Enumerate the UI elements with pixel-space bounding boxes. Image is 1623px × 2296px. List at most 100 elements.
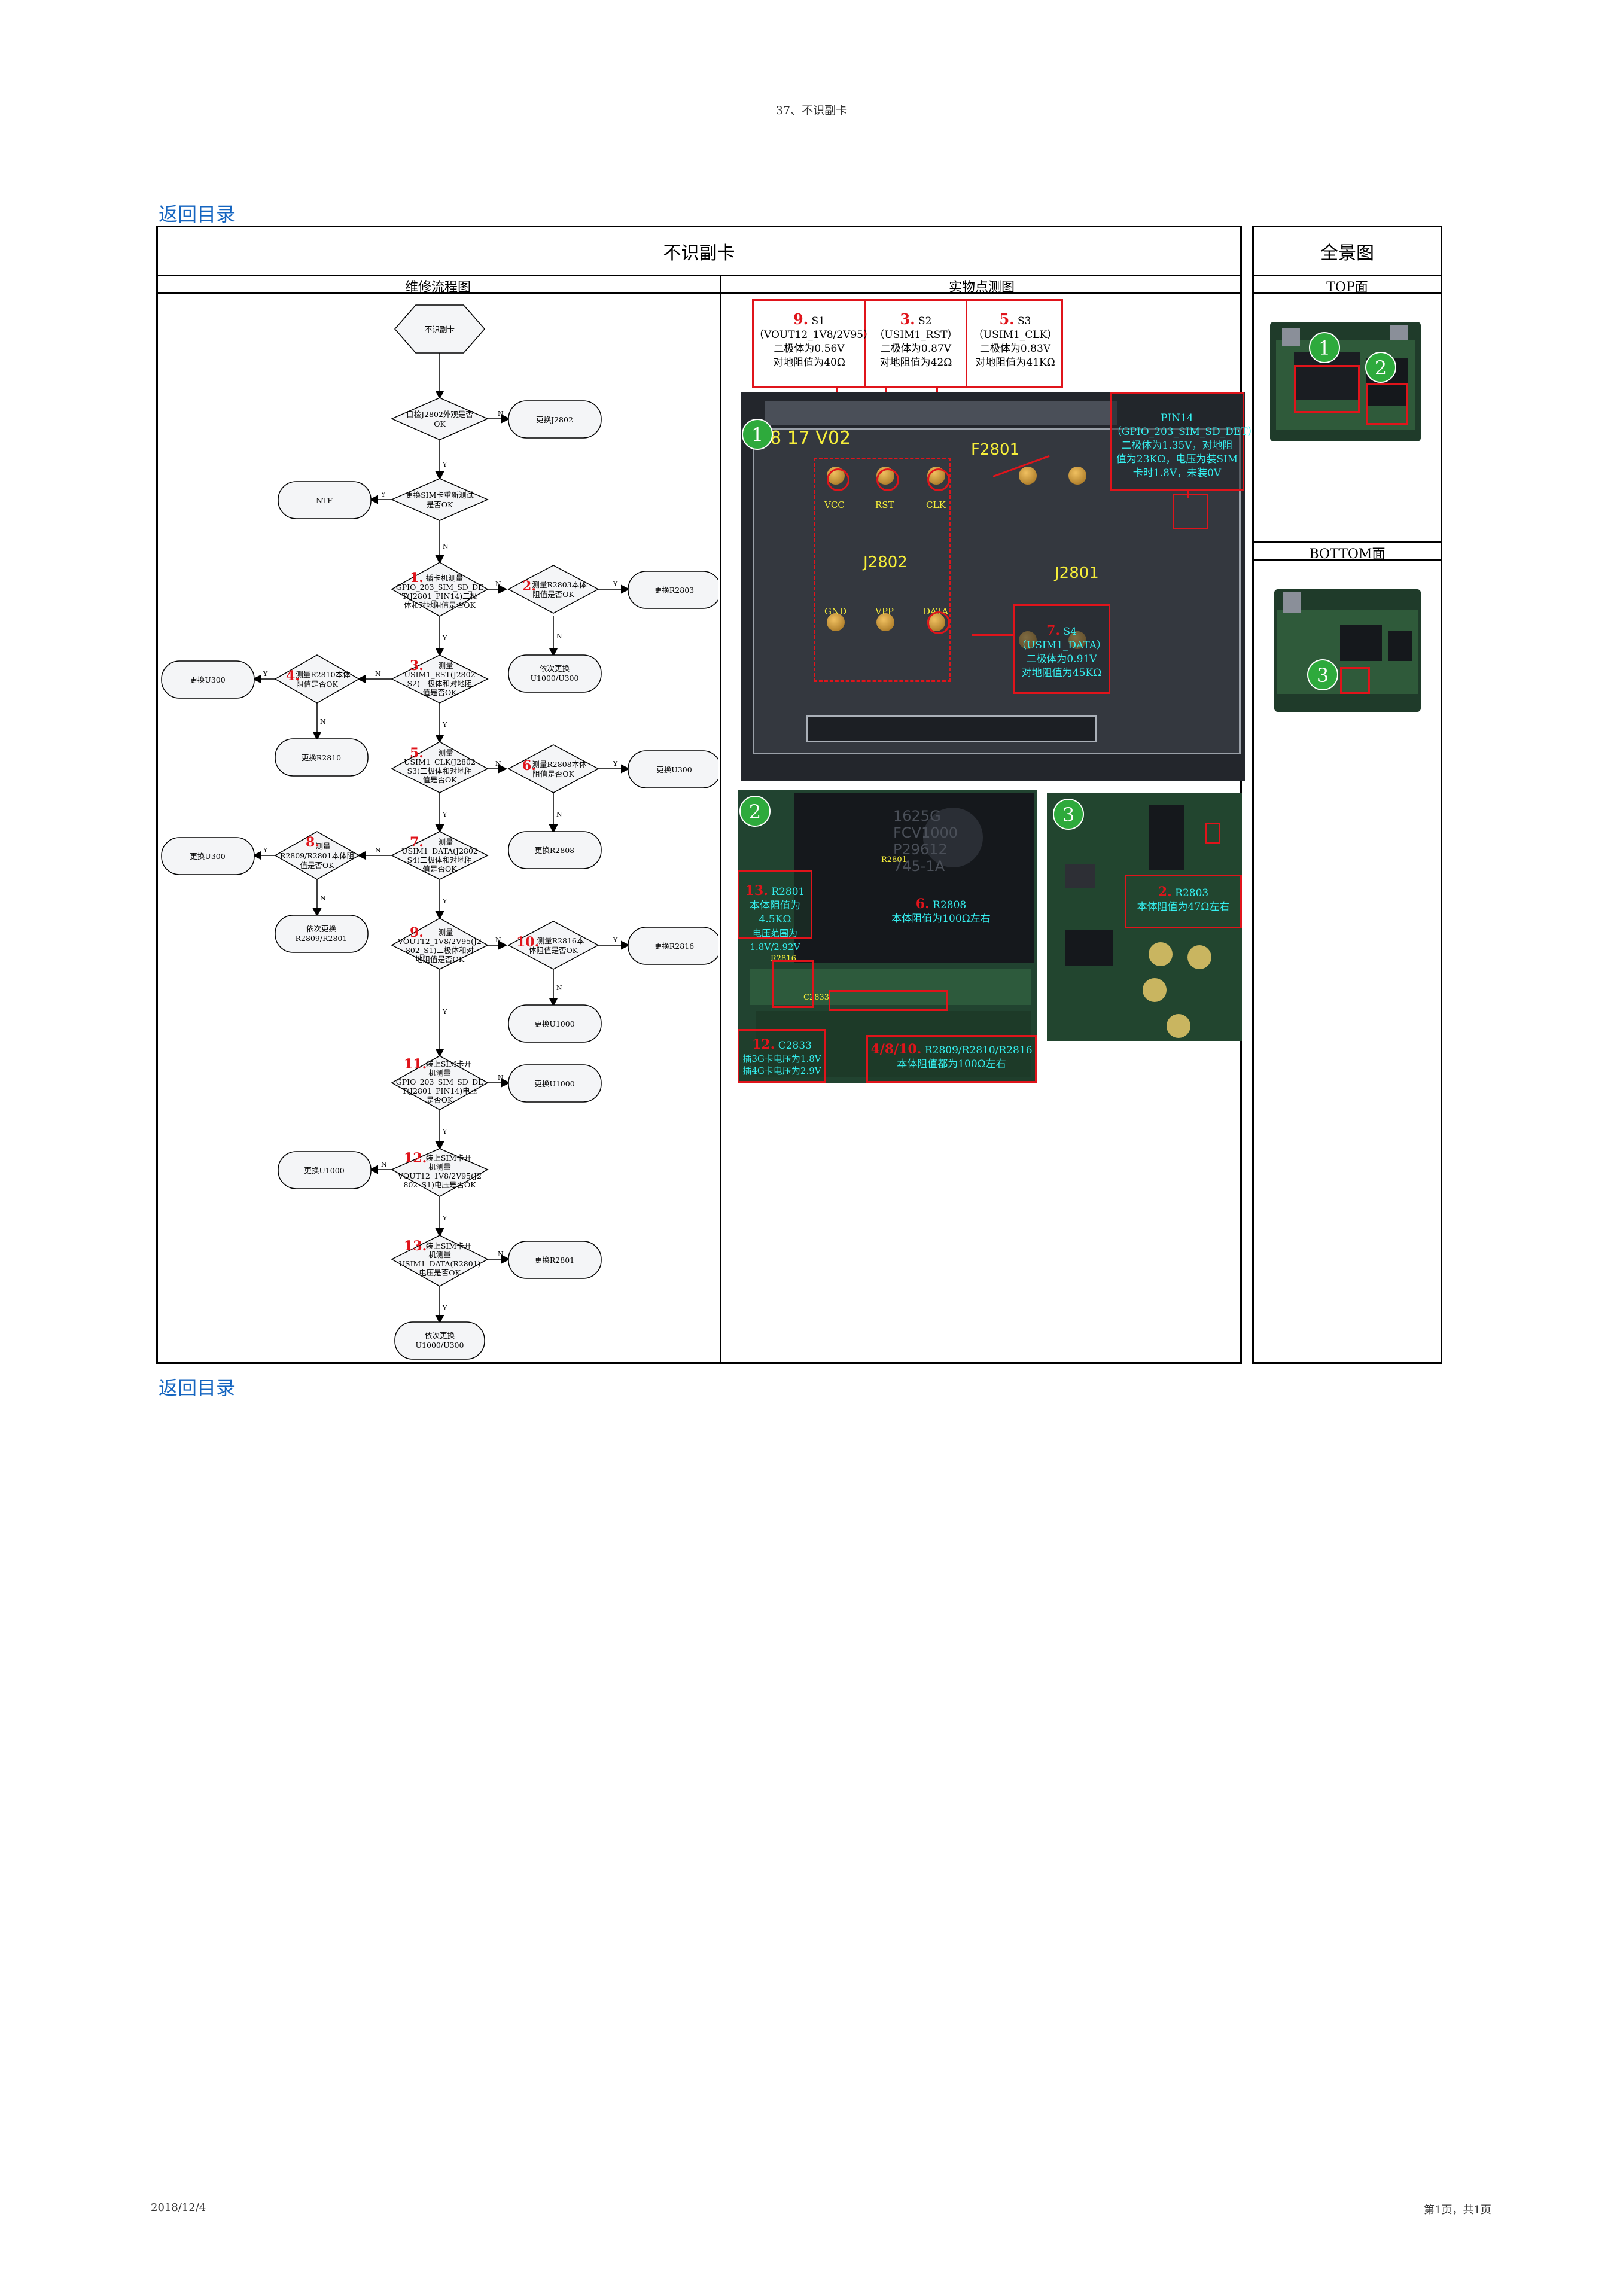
r-r2810-text: 更换R2810 [302,753,341,762]
q8-l2: R2809/R2801本体阻 [280,851,355,860]
q9-l4: 地阻值是否OK [415,955,465,964]
label-n: N [498,410,504,418]
label-n: N [556,811,562,818]
chip-marking: 1625G FCV1000 P29612 745-1A [893,808,958,875]
pin-label-rst: RST [875,500,894,510]
flow-decision-1 [391,562,489,617]
info-s1-net: （VOUT12_1V8/2V95） [754,329,874,341]
step-number-10: 10. [516,934,539,950]
pin14-marker [1173,494,1208,529]
q7-l2: USIM1_DATA(J2802 [401,846,478,855]
r-r2808-text: 更换R2808 [535,846,574,855]
c2833-line2: 插4G卡电压为2.9V [742,1065,821,1076]
divider [156,292,1242,294]
chip-marking-l2: FCV1000 [893,824,958,841]
label-y: Y [263,670,268,678]
flow-result-r2810 [275,738,369,777]
f2801-label: F2801 [971,441,1020,459]
c2833-callout: 12. C2833 插3G卡电压为1.8V 插4G卡电压为2.9V [738,1029,826,1083]
label-y: Y [263,846,268,854]
back-to-contents-link-bottom[interactable]: 返回目录 [159,1377,236,1399]
pin14-line4: 卡时1.8V，未装0V [1132,467,1222,479]
step-number-8: 8. [306,835,319,850]
info-s1: 9. S1 （VOUT12_1V8/2V95） 二极体为0.56V 对地阻值为4… [754,312,874,370]
label-y: Y [442,897,447,905]
pin-label-gnd: GND [824,606,847,617]
label-n: N [320,718,326,726]
label-y: Y [442,1214,447,1222]
j2802-label: J2802 [863,553,908,571]
flow-decision-2 [507,565,599,614]
pin-label-vpp: VPP [875,606,894,617]
q12-l2: 机测量 [428,1162,451,1171]
label-y: Y [613,936,618,944]
q2-l1: 测量R2803本体 [532,580,587,589]
q7-l4: 值是否OK [422,864,457,873]
pin-pad [1019,467,1037,485]
q1-l3: T(J2801_PIN14)二极 [402,592,478,601]
r-ntf-text: NTF [316,496,333,505]
q13-l1: 装上SIM卡开 [426,1241,471,1250]
flow-result-u1000-c [278,1151,372,1189]
info-s3-id: S3 [1018,315,1031,327]
main-table-title: 不识副卡 [663,243,735,264]
q9-l2: VOUT12_1V8/2V95(J2 [397,937,482,946]
r-u1000a-text: 更换U1000 [534,1019,574,1028]
label-n: N [375,846,381,854]
q13-l2: 机测量 [428,1250,451,1259]
overview-marker-2 [1366,383,1408,425]
label-y: Y [442,1008,447,1016]
divider [1252,275,1442,276]
r-u1000c-text: 更换U1000 [304,1166,344,1175]
q-swap-l2: 是否OK [427,500,453,509]
step-number-1: 1. [410,570,424,586]
label-y: Y [442,1304,447,1312]
r-j2802-text: 更换J2802 [536,415,573,424]
overview-badge-3: 3 [1307,659,1338,690]
flow-result-ntf [278,481,372,519]
label-y: Y [442,634,447,642]
step-number-9: 9. [410,925,424,940]
info-s2-id: S2 [918,315,932,327]
r2808-callout: 6. R2808 本体阻值为100Ω左右 [869,897,1013,926]
bottom-board-photo [1274,589,1421,712]
label-n: N [498,1250,504,1258]
step-number-12: 12. [404,1150,427,1166]
flow-result-u300-a [161,660,255,699]
label-n: N [495,580,501,588]
flow-result-r2803 [628,571,718,609]
c2833-silk: C2833 [803,993,830,1002]
back-to-contents-link[interactable]: 返回目录 [159,203,236,226]
label-n: N [556,632,562,640]
divider [966,299,967,388]
s4-res: 对地阻值为45KΩ [1021,667,1102,679]
flow-result-r2808 [508,831,602,869]
label-y: Y [613,760,618,768]
q8-l1: 测量 [315,842,330,851]
r-r2801-text: 更换R2801 [535,1256,574,1265]
pin14-line2: 二极体为1.35V，对地阻 [1121,440,1233,452]
label-n: N [375,670,381,678]
r2808-num: 6. [915,896,930,912]
q6-l2: 阻值是否OK [532,769,574,778]
q2-l2: 阻值是否OK [532,590,574,599]
info-s1-diode: 二极体为0.56V [774,343,845,355]
flow-decision-11 [391,1055,489,1110]
flow-result-r2809 [275,915,369,953]
flow-decision-4 [274,654,360,704]
r2816-marker [772,960,814,1008]
r2809-marker [829,990,948,1011]
label-n: N [495,760,501,768]
c2833-id: C2833 [778,1040,812,1052]
info-s2-res: 对地阻值为42Ω [879,357,952,369]
r2809-id: R2809/R2810/R2816 [924,1045,1033,1056]
footer-date: 2018/12/4 [151,2201,206,2214]
chip-marking-l3: P29612 [893,841,948,858]
chip-marking-l1: 1625G [893,808,941,824]
pin14-title: PIN14 [1161,412,1193,424]
label-y: Y [442,1128,447,1135]
pin-marker [927,468,950,491]
step-number-7: 7. [410,835,424,850]
q9-l1: 测量 [438,928,453,937]
step-number-4: 4. [286,668,300,684]
